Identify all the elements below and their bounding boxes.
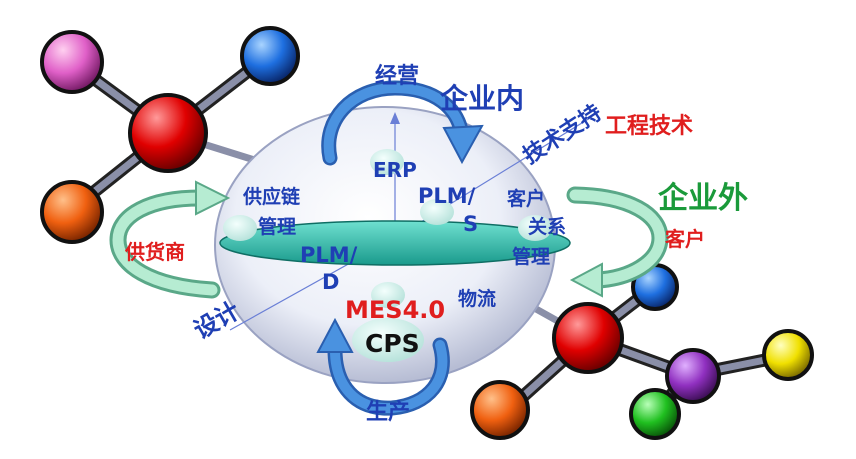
green-atom-icon bbox=[629, 388, 681, 440]
axis-label-external: 企业外 bbox=[658, 181, 748, 216]
node-logistics: 物流 bbox=[458, 288, 497, 310]
cycle-label-top: 经营 bbox=[375, 64, 420, 89]
blue-atom-icon bbox=[240, 26, 300, 86]
top-cycle-arrow-icon bbox=[321, 80, 484, 166]
node-erp: ERP bbox=[373, 158, 417, 182]
orange-atom-icon bbox=[40, 180, 104, 244]
cycle-label-right: 客户 bbox=[665, 227, 705, 251]
node-bubbles bbox=[223, 149, 552, 362]
teal-disc bbox=[219, 220, 571, 266]
orange-atom-icon bbox=[470, 380, 530, 440]
node-crm-line1: 客户 bbox=[507, 188, 546, 210]
bottom-cycle-arrow-icon bbox=[316, 317, 450, 416]
red-atom-icon bbox=[128, 93, 208, 173]
axis-label-engineering: 工程技术 bbox=[605, 114, 694, 139]
pink-atom-icon bbox=[40, 30, 104, 94]
node-scm-line1: 供应链 bbox=[243, 186, 301, 208]
molecule-bottom-right bbox=[470, 263, 814, 440]
node-plm-d-line1: PLM/ bbox=[300, 243, 358, 267]
yellow-atom-icon bbox=[762, 329, 814, 381]
node-plm-d-line2: D bbox=[322, 270, 340, 294]
right-cycle-arrow-icon bbox=[566, 186, 669, 298]
node-crm-line2: 关系 bbox=[528, 216, 567, 238]
red-atom-icon bbox=[552, 302, 624, 374]
node-cps: CPS bbox=[365, 329, 420, 358]
cycle-label-bottom: 生产 bbox=[366, 400, 411, 425]
node-scm-line2: 管理 bbox=[258, 216, 297, 238]
purple-atom-icon bbox=[665, 348, 721, 404]
axis-arrow-icon bbox=[390, 112, 400, 124]
node-mes: MES4.0 bbox=[345, 296, 446, 324]
left-cycle-arrow-icon bbox=[109, 180, 231, 299]
cycle-label-left: 供货商 bbox=[125, 240, 185, 264]
molecule-top-left bbox=[40, 26, 300, 244]
node-crm-line3: 管理 bbox=[512, 246, 551, 268]
node-plm-s-line2: S bbox=[463, 212, 479, 236]
axis-label-internal: 企业内 bbox=[440, 82, 525, 115]
node-plm-s-line1: PLM/ bbox=[418, 184, 476, 208]
